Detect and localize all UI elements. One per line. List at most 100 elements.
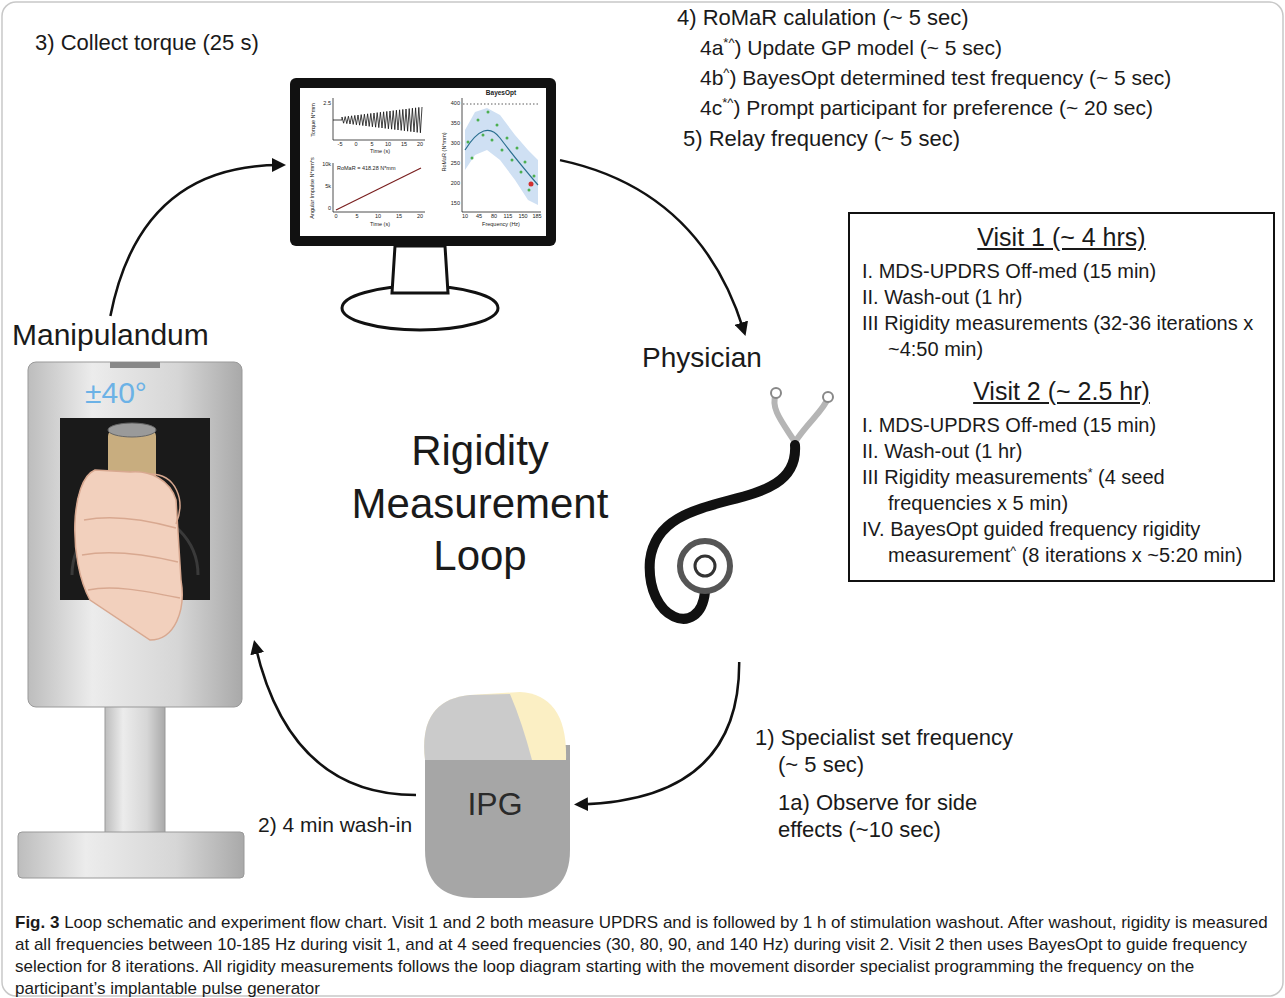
bayesopt-plot: [462, 98, 541, 212]
plot-text: RoMaR = 418.28 N*mm: [337, 166, 396, 172]
plot-text: -5: [338, 142, 343, 148]
plot-text: 0: [328, 206, 331, 212]
bayesopt-plot: [487, 111, 490, 114]
visit-heading: Visit 1 (~ 4 hrs): [862, 222, 1261, 252]
step-label: 2) 4 min wash-in: [258, 812, 412, 838]
step-label: 4) RoMaR calulation (~ 5 sec): [677, 5, 969, 32]
plot-text: 0: [334, 214, 337, 220]
manipulandum-illustration: [150, 474, 180, 524]
step-label: 5) Relay frequency (~ 5 sec): [683, 126, 960, 153]
plot-text: 5: [370, 142, 373, 148]
bayesopt-plot: [471, 157, 474, 160]
plot-text: 15: [396, 214, 402, 220]
manipulandum-illustration: [108, 423, 156, 437]
step-label: 1a) Observe for side effects (~10 sec): [778, 790, 1018, 844]
visit-step: II. Wash-out (1 hr): [862, 438, 1261, 464]
stethoscope-illustration: [771, 388, 781, 398]
manipulandum-node: Manipulandum±40°: [12, 318, 252, 883]
bayesopt-plot: [477, 119, 480, 122]
loop-title: Rigidity Measurement Loop: [325, 425, 635, 583]
manipulandum-illustration: [105, 705, 165, 833]
step-label: 4a*^) Update GP model (~ 5 sec): [700, 35, 1002, 61]
torque-plot: [333, 107, 422, 133]
bayesopt-plot: [520, 171, 523, 174]
plot-text: 115: [504, 214, 513, 220]
plot-text: 0: [354, 142, 357, 148]
visit-box: Visit 1 (~ 4 hrs) I. MDS-UPDRS Off-med (1…: [848, 212, 1275, 582]
plot-text: 20: [417, 214, 423, 220]
plot-text: 250: [451, 161, 460, 167]
visit-step: I. MDS-UPDRS Off-med (15 min): [862, 258, 1261, 284]
plot-text: Angular Impulse N*mm*s: [310, 157, 316, 218]
bayesopt-plot: [482, 134, 485, 137]
plot-text: 10: [462, 214, 468, 220]
plot-text: 300: [451, 141, 460, 147]
plot-text: Frequency (Hz): [482, 222, 520, 228]
ipg-node: IPG: [418, 688, 572, 900]
impulse-plot: [336, 168, 421, 210]
step-label: 3) Collect torque (25 s): [35, 30, 265, 57]
plot-text: 350: [451, 121, 460, 127]
loop-arrow: [110, 165, 280, 316]
stethoscope-illustration: [680, 541, 730, 591]
stethoscope-illustration: [650, 388, 833, 619]
stethoscope-illustration: [695, 556, 715, 576]
plot-text: Time (s): [370, 149, 390, 155]
bayesopt-plot: [524, 161, 527, 164]
stethoscope-illustration: [774, 394, 828, 442]
bayesopt-plot: [465, 130, 538, 185]
step-label: 1) Specialist set frequency (~ 5 sec): [755, 725, 1018, 779]
monitor-illustration: [300, 88, 546, 236]
plot-text: 150: [518, 214, 527, 220]
bayesopt-plot: [465, 108, 538, 205]
physician-node: Physician: [630, 338, 840, 660]
visit-heading: Visit 2 (~ 2.5 hr): [862, 376, 1261, 406]
bayesopt-plot: [511, 159, 514, 162]
bayesopt-plot: [529, 182, 534, 187]
monitor-node: Torque N*mm2.5-505101520Time (s)Angular …: [288, 76, 558, 334]
torque-plot: [333, 98, 425, 140]
plot-text: RoMaR (N*mm): [442, 132, 448, 171]
plot-text: 10k: [322, 162, 331, 168]
visit-step: III Rigidity measurements (32-36 iterati…: [862, 310, 1261, 362]
bayesopt-plot: [462, 98, 541, 212]
visit-step: III Rigidity measurements* (4 seed frequ…: [862, 464, 1261, 516]
ipg-illustration: [424, 694, 532, 760]
manipulandum-illustration: [18, 832, 244, 878]
plot-text: 200: [451, 181, 460, 187]
plot-text: 10: [375, 214, 381, 220]
visit-step: II. Wash-out (1 hr): [862, 284, 1261, 310]
manipulandum-illustration: [110, 362, 160, 368]
bayesopt-plot: [467, 141, 470, 144]
plot-text: 45: [476, 214, 482, 220]
monitor-illustration: [290, 78, 556, 330]
bayesopt-plot: [533, 175, 536, 178]
torque-plot: [333, 98, 425, 140]
manipulandum-illustration: [75, 470, 182, 640]
monitor-illustration: [290, 78, 556, 246]
step-label: 4c*^) Prompt participant for preference …: [700, 95, 1153, 121]
step-label: 4b^) BayesOpt determined test frequency …: [700, 65, 1171, 91]
plot-text: Torque N*mm: [311, 103, 317, 137]
plot-text: 80: [491, 214, 497, 220]
node-label: Physician: [642, 342, 762, 374]
node-label: IPG: [418, 786, 572, 823]
monitor-illustration: [392, 246, 448, 293]
bayesopt-plot: [467, 111, 536, 192]
bayesopt-plot: [491, 139, 494, 142]
plot-text: 20: [417, 142, 423, 148]
plot-text: 150: [451, 201, 460, 207]
visit-step: IV. BayesOpt guided frequency rigidity m…: [862, 516, 1261, 568]
bayesopt-plot: [528, 189, 531, 192]
ipg-illustration: [424, 692, 566, 760]
loop-arrow: [560, 160, 744, 330]
bayesopt-plot: [501, 149, 504, 152]
manipulandum-illustration: [18, 362, 244, 878]
plot-text: 15: [401, 142, 407, 148]
bayesopt-plot: [463, 104, 540, 105]
manipulandum-illustration: [28, 362, 242, 707]
angle-label: ±40°: [85, 376, 147, 411]
